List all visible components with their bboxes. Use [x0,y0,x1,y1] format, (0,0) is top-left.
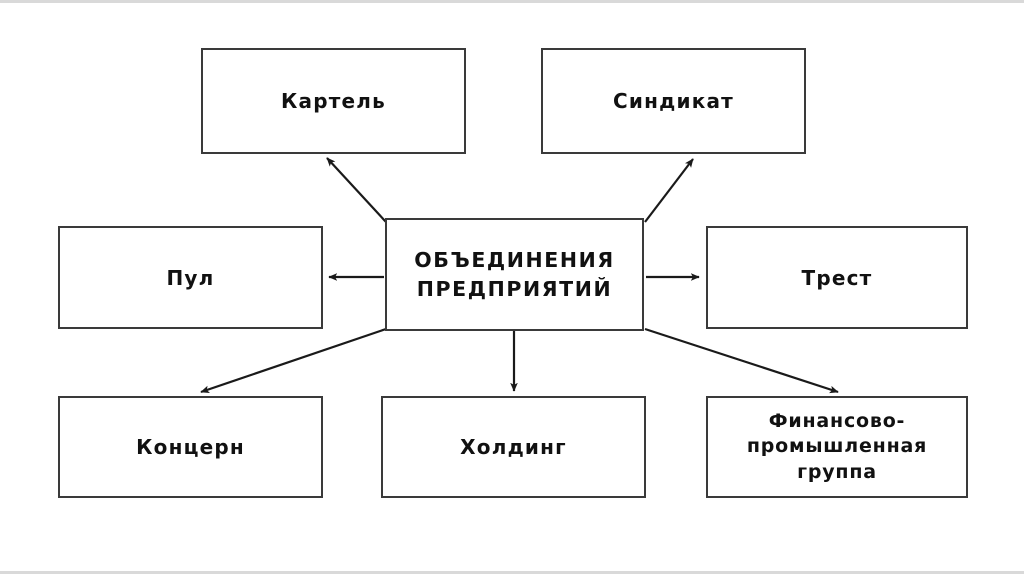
node-fpg[interactable]: Финансово- промышленная группа [706,396,968,498]
node-pul-label: Пул [166,265,215,290]
arrow-center-to-koncern [200,327,387,394]
node-holding-label: Холдинг [460,435,567,459]
bottom-edge-bar [0,571,1024,574]
node-trest-label: Трест [801,265,873,290]
node-koncern[interactable]: Концерн [58,396,323,498]
node-sindikat[interactable]: Синдикат [541,48,806,154]
top-edge-bar [0,0,1024,3]
node-koncern-label: Концерн [136,435,245,459]
arrow-center-to-kartel [326,157,387,223]
node-trest[interactable]: Трест [706,226,968,329]
node-kartel[interactable]: Картель [201,48,466,154]
node-fpg-label: Финансово- промышленная группа [746,410,928,483]
node-sindikat-label: Синдикат [613,89,734,113]
node-pul[interactable]: Пул [58,226,323,329]
node-kartel-label: Картель [280,89,386,113]
node-center-label: ОБЪЕДИНЕНИЯ ПРЕДПРИЯТИЙ [414,248,615,301]
arrow-center-to-fpg [644,327,839,394]
node-center-objedineniya-predpriyatiy[interactable]: ОБЪЕДИНЕНИЯ ПРЕДПРИЯТИЙ [385,218,644,331]
arrow-center-to-sindikat [644,158,694,223]
node-holding[interactable]: Холдинг [381,396,646,498]
